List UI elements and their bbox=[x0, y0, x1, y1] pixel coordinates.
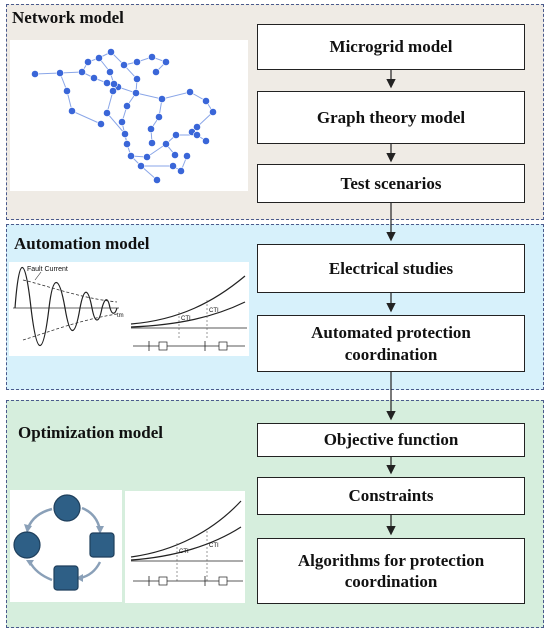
constraints-box: Constraints bbox=[257, 477, 525, 515]
cycle-node bbox=[53, 494, 81, 522]
objective-function-box: Objective function bbox=[257, 423, 525, 457]
tcc-curves: CTI CTI bbox=[130, 275, 247, 351]
network-model-title: Network model bbox=[12, 8, 124, 27]
network-graph bbox=[31, 48, 217, 184]
test-scenarios-box: Test scenarios bbox=[257, 164, 525, 203]
network-graph-image bbox=[10, 40, 248, 191]
time-label: tm bbox=[117, 313, 124, 319]
automated-protection-coordination-box: Automated protection coordination bbox=[257, 315, 525, 372]
automation-model-title: Automation model bbox=[14, 234, 150, 253]
cycle-node bbox=[89, 532, 115, 558]
cycle-node bbox=[53, 565, 79, 591]
cycle-node bbox=[13, 531, 41, 559]
electrical-studies-box: Electrical studies bbox=[257, 244, 525, 293]
cycle-arrow bbox=[28, 561, 53, 582]
optimization-tcc-figure: CTI CTI bbox=[125, 491, 245, 603]
microgrid-model-box: Microgrid model bbox=[257, 24, 525, 70]
fault-current-label: Fault Current bbox=[27, 266, 68, 273]
algorithms-protection-coordination-box: Algorithms for protection coordination bbox=[257, 538, 525, 604]
fault-current-coordination-figure: Fault Current tm CTI CTI bbox=[9, 262, 249, 356]
step-line: Automated protection bbox=[311, 323, 471, 343]
fault-current-waveform: Fault Current tm bbox=[13, 266, 124, 346]
optimization-model-title: Optimization model bbox=[18, 423, 163, 442]
step-line: Algorithms for protection bbox=[297, 550, 485, 570]
step-line: coordination bbox=[344, 344, 438, 364]
cti-label-2: CTI bbox=[209, 308, 219, 314]
optimization-cycle-figure bbox=[10, 490, 122, 602]
cycle-arrow bbox=[26, 507, 53, 529]
step-line: coordination bbox=[344, 572, 438, 591]
cti-label-3: CTI bbox=[179, 549, 189, 555]
cti-label-4: CTI bbox=[209, 543, 219, 549]
cti-label-1: CTI bbox=[181, 316, 191, 322]
graph-theory-model-box: Graph theory model bbox=[257, 91, 525, 144]
